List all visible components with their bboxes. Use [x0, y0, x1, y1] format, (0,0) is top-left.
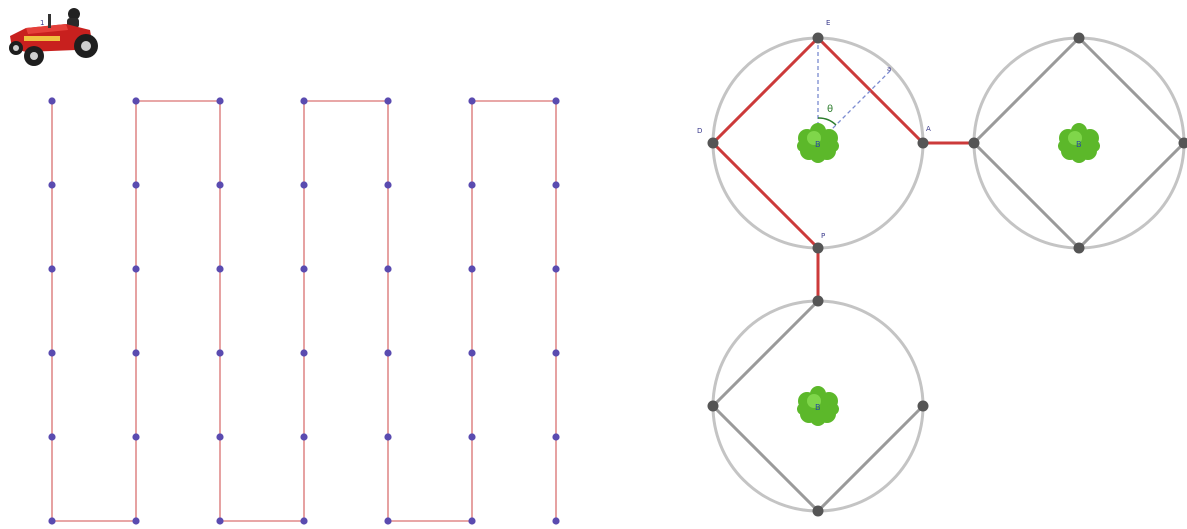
center-label-3: B	[815, 403, 821, 412]
vertex-label-left: D	[697, 127, 702, 135]
waypoint-dot	[48, 181, 56, 189]
waypoint-dot	[48, 97, 56, 105]
vertex-dot	[812, 295, 824, 307]
theta-label: θ	[827, 104, 833, 115]
boustrophedon-path-panel	[48, 97, 560, 525]
theta-arc	[817, 117, 837, 126]
waypoint-grid	[48, 97, 560, 525]
waypoint-dot	[132, 97, 140, 105]
waypoint-dot	[468, 349, 476, 357]
vertex-label-top: E	[826, 19, 830, 27]
center-label-1: B	[815, 140, 821, 149]
waypoint-dot	[48, 433, 56, 441]
waypoint-dot	[132, 433, 140, 441]
waypoint-dot	[300, 181, 308, 189]
waypoint-dot	[468, 97, 476, 105]
shrub-icon	[797, 123, 839, 163]
vertex-label-right: A	[926, 125, 931, 133]
waypoint-dot	[468, 433, 476, 441]
waypoint-dot	[300, 517, 308, 525]
waypoint-dot	[132, 265, 140, 273]
vertex-dot	[707, 400, 719, 412]
waypoint-dot	[132, 181, 140, 189]
waypoint-dot	[300, 349, 308, 357]
waypoint-dot	[552, 265, 560, 273]
waypoint-dot	[552, 349, 560, 357]
vertex-dot	[917, 400, 929, 412]
shrub-icon	[797, 386, 839, 426]
waypoint-dot	[216, 517, 224, 525]
waypoint-dot	[48, 349, 56, 357]
vertex-dot	[917, 137, 929, 149]
waypoint-dot	[384, 97, 392, 105]
radial-label: a	[887, 65, 891, 73]
waypoint-dot	[384, 517, 392, 525]
waypoint-dot	[300, 265, 308, 273]
vertex-dot	[812, 505, 824, 517]
vertex-dot	[1073, 242, 1085, 254]
waypoint-dot	[132, 349, 140, 357]
tractor-icon: 1	[9, 8, 98, 66]
waypoint-dot	[552, 517, 560, 525]
waypoint-dot	[216, 349, 224, 357]
waypoint-dot	[468, 517, 476, 525]
serpentine-path	[51, 100, 557, 522]
waypoint-dot	[216, 265, 224, 273]
waypoint-dot	[216, 433, 224, 441]
waypoint-dot	[468, 265, 476, 273]
tree-circle-panel: E A D P a θ B B B	[697, 19, 1187, 517]
vertex-dot	[968, 137, 980, 149]
vertex-dot	[707, 137, 719, 149]
vertex-label-bottom: P	[821, 232, 825, 240]
waypoint-dot	[552, 97, 560, 105]
active-path	[710, 35, 925, 250]
waypoint-dot	[216, 181, 224, 189]
waypoint-dot	[132, 517, 140, 525]
waypoint-dot	[384, 181, 392, 189]
center-label-2: B	[1076, 140, 1082, 149]
vertex-dot	[1178, 137, 1187, 149]
waypoint-dot	[468, 181, 476, 189]
waypoint-dot	[384, 265, 392, 273]
shrub-icon	[1058, 123, 1100, 163]
waypoint-dot	[552, 433, 560, 441]
waypoint-dot	[384, 433, 392, 441]
waypoint-dot	[216, 97, 224, 105]
waypoint-dot	[552, 181, 560, 189]
vertex-dot	[812, 242, 824, 254]
vertex-dot	[1073, 32, 1085, 44]
square-vertices	[707, 32, 1187, 517]
waypoint-dot	[300, 433, 308, 441]
square-path-3	[710, 299, 925, 514]
tractor-label: 1	[40, 19, 44, 27]
vertex-dot	[812, 32, 824, 44]
waypoint-dot	[48, 517, 56, 525]
waypoint-dot	[48, 265, 56, 273]
waypoint-dot	[300, 97, 308, 105]
waypoint-dot	[384, 349, 392, 357]
